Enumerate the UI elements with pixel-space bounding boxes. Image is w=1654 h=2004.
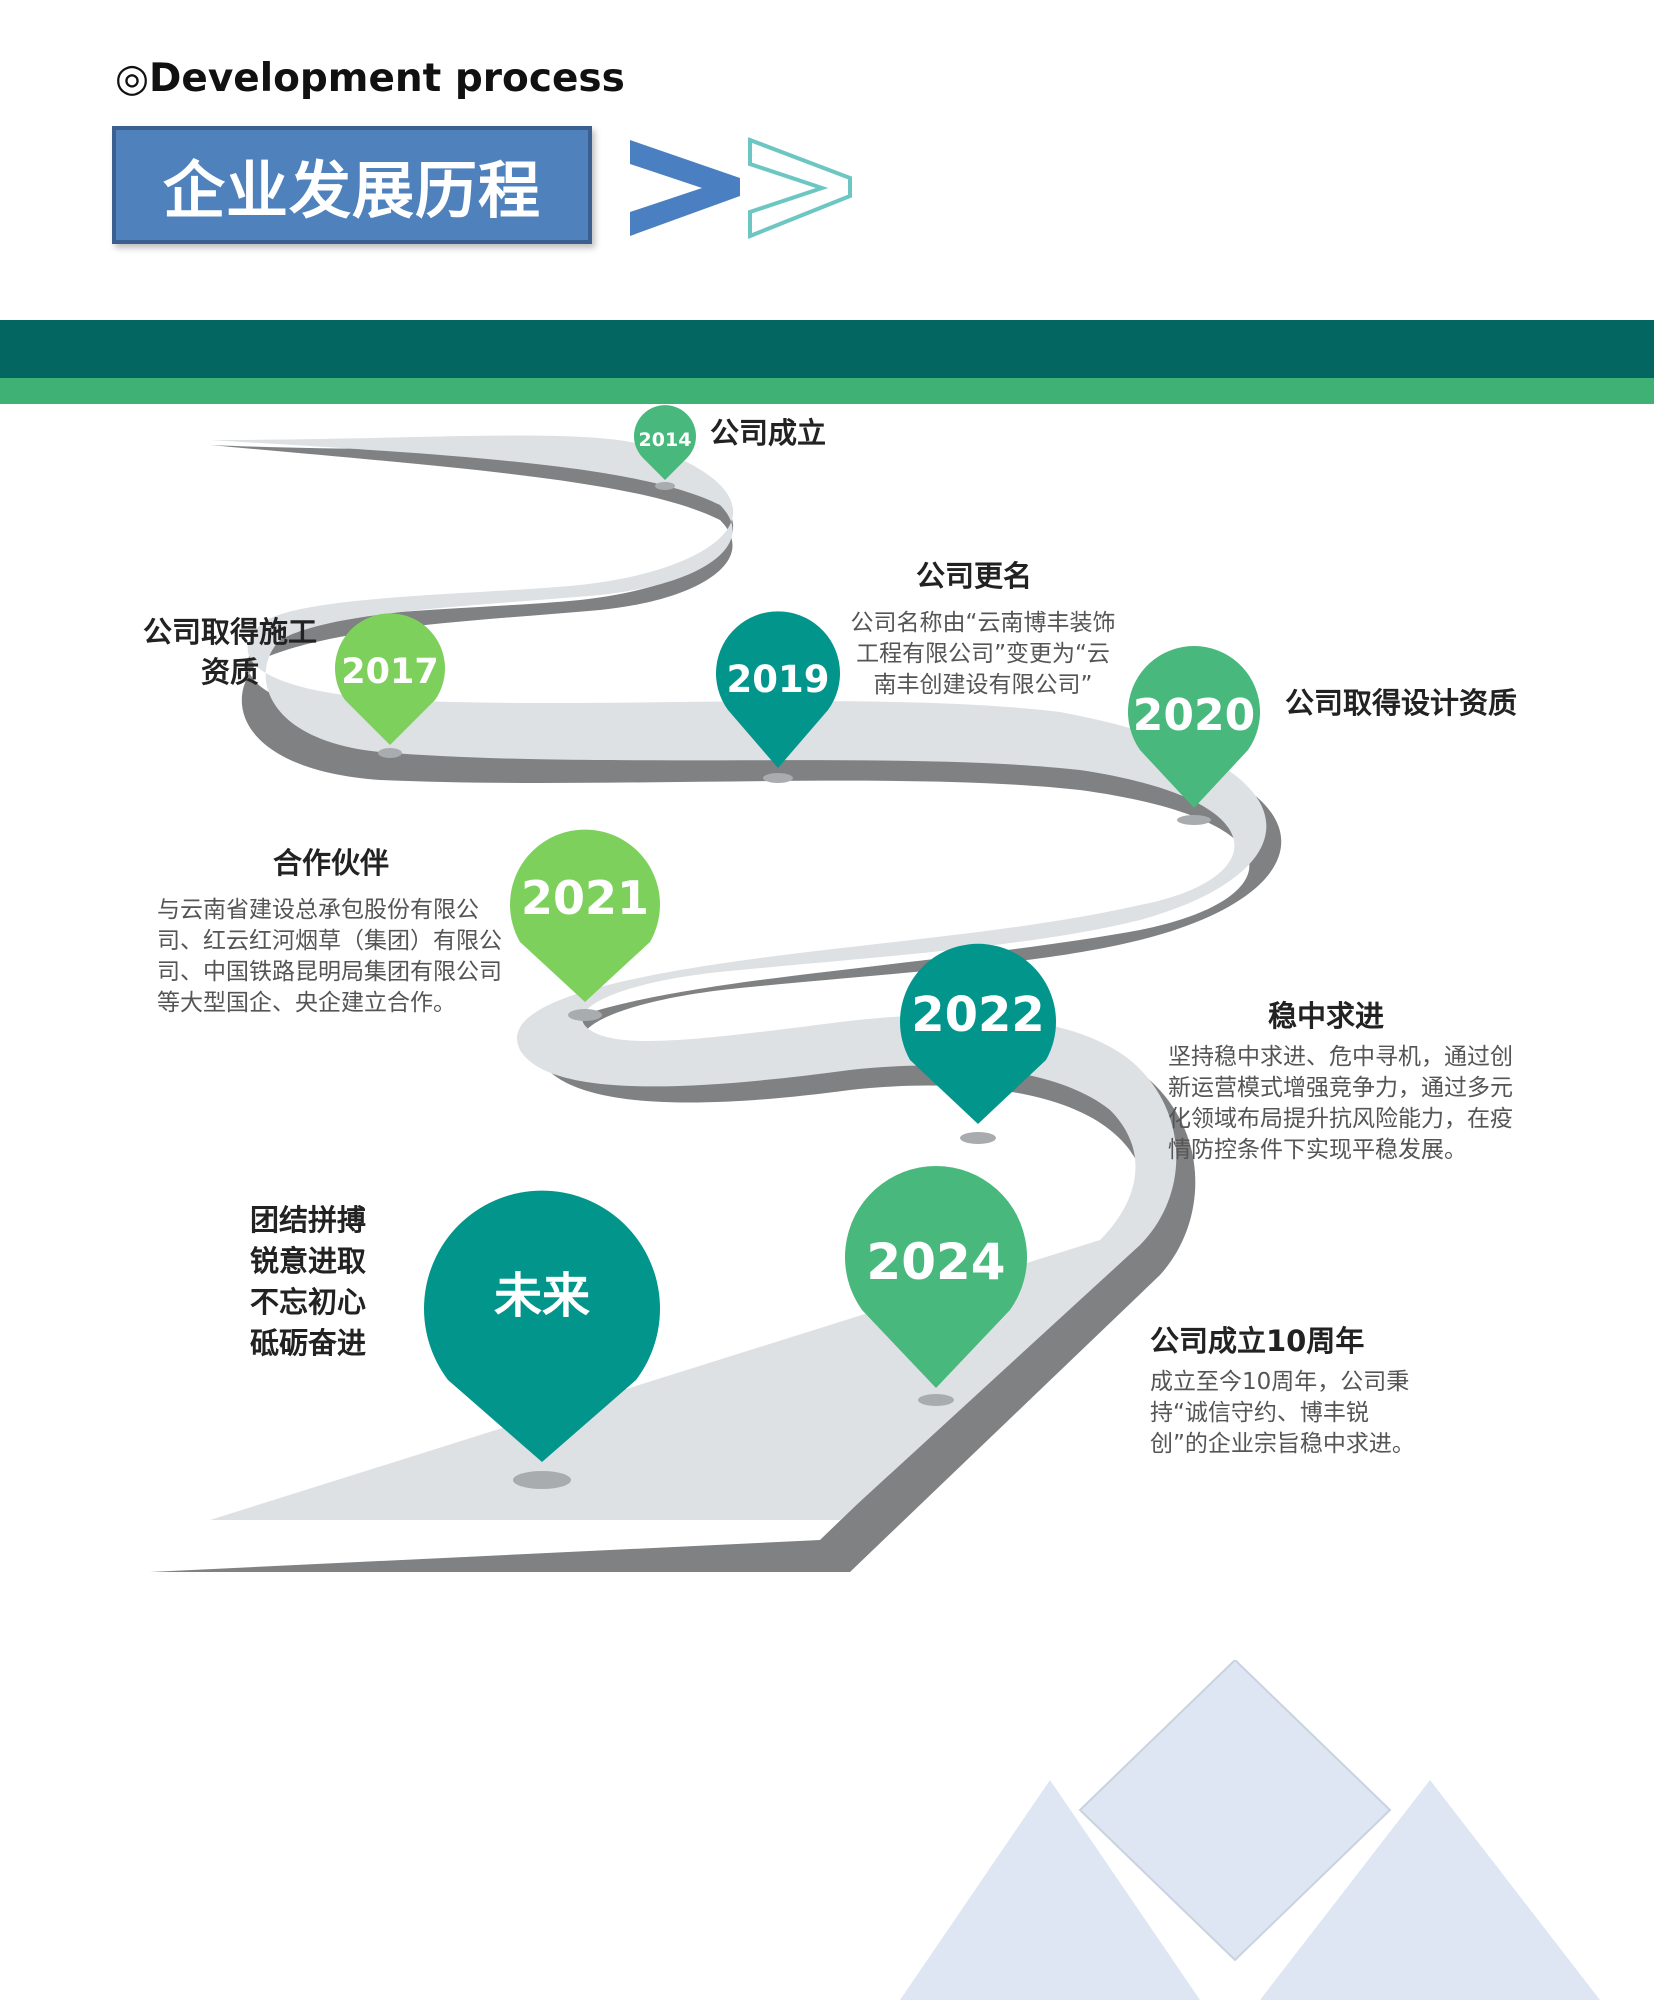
milestone-desc-2022: 坚持稳中求进、危中寻机，通过创 新运营模式增强竞争力，通过多元 化领域布局提升抗… <box>1168 1042 1548 1166</box>
desc-line: 工程有限公司”变更为“云 <box>856 641 1110 667</box>
desc-line: 创”的企业宗旨稳中求进。 <box>1150 1431 1415 1457</box>
milestone-pin-2019: 2019 <box>716 611 840 783</box>
page-title: 企业发展历程 <box>162 154 541 227</box>
milestone-pin-2022: 2022 <box>900 943 1056 1144</box>
milestone-pin-2024: 2024 <box>845 1166 1027 1406</box>
section-subtitle: ◎Development process <box>115 56 625 101</box>
pin-year-2024: 2024 <box>866 1233 1005 1291</box>
future-slogan: 团结拼搏 锐意进取 不忘初心 砥砺奋进 <box>250 1200 366 1364</box>
milestone-pin-2020: 2020 <box>1128 646 1260 825</box>
title-banner: 企业发展历程 <box>112 126 592 244</box>
desc-line: 成立至今10周年，公司秉 <box>1150 1369 1410 1395</box>
slogan-line: 砥砺奋进 <box>250 1326 367 1360</box>
milestone-title-line: 公司取得施工 <box>142 615 317 649</box>
desc-line: 化领域布局提升抗风险能力，在疫 <box>1168 1106 1513 1132</box>
milestone-desc-2024: 成立至今10周年，公司秉 持“诚信守约、博丰锐 创”的企业宗旨稳中求进。 <box>1150 1367 1470 1460</box>
milestone-title-2017: 公司取得施工 资质 <box>140 612 320 692</box>
milestone-pin-2021: 2021 <box>510 829 660 1021</box>
desc-line: 司、中国铁路昆明局集团有限公司 <box>157 959 502 985</box>
milestone-title-2021: 合作伙伴 <box>273 846 390 880</box>
milestone-title-2019: 公司更名 <box>916 559 1033 593</box>
header-band-dark <box>0 320 1654 378</box>
desc-line: 司、红云红河烟草（集团）有限公 <box>157 928 502 954</box>
pin-year-2020: 2020 <box>1133 690 1255 741</box>
slogan-line: 团结拼搏 <box>250 1203 367 1237</box>
desc-line: 新运营模式增强竞争力，通过多元 <box>1168 1075 1513 1101</box>
pin-year-2014: 2014 <box>639 429 692 451</box>
slogan-line: 不忘初心 <box>250 1285 367 1319</box>
desc-line: 持“诚信守约、博丰锐 <box>1150 1400 1369 1426</box>
desc-line: 与云南省建设总承包股份有限公 <box>157 897 479 923</box>
desc-line: 坚持稳中求进、危中寻机，通过创 <box>1168 1044 1513 1070</box>
milestone-desc-2021: 与云南省建设总承包股份有限公 司、红云红河烟草（集团）有限公 司、中国铁路昆明局… <box>157 895 527 1019</box>
double-chevron-icon <box>630 137 852 239</box>
milestone-desc-2019: 公司名称由“云南博丰装饰 工程有限公司”变更为“云 南丰创建设有限公司” <box>838 608 1128 701</box>
milestone-pin-2014: 2014 <box>634 405 697 490</box>
milestone-title-2024: 公司成立10周年 <box>1150 1324 1365 1358</box>
header-band-light <box>0 378 1654 404</box>
pin-year-future: 未来 <box>494 1268 590 1324</box>
desc-line: 等大型国企、央企建立合作。 <box>157 990 456 1016</box>
pin-year-2022: 2022 <box>911 987 1045 1043</box>
decorative-shapes <box>900 1660 1600 2000</box>
pin-year-2017: 2017 <box>341 652 438 692</box>
milestone-pin-future: 未来 <box>424 1190 660 1489</box>
desc-line: 情防控条件下实现平稳发展。 <box>1168 1137 1467 1163</box>
milestone-title-2022: 稳中求进 <box>1268 999 1385 1033</box>
milestone-title-line: 资质 <box>200 655 259 689</box>
slogan-line: 锐意进取 <box>250 1244 367 1278</box>
milestone-pin-2017: 2017 <box>335 613 445 758</box>
desc-line: 公司名称由“云南博丰装饰 <box>850 610 1116 636</box>
milestone-title-2020: 公司取得设计资质 <box>1285 686 1518 720</box>
milestone-title-2014: 公司成立 <box>710 416 827 450</box>
pin-year-2021: 2021 <box>521 871 649 925</box>
pin-year-2019: 2019 <box>727 658 830 701</box>
desc-line: 南丰创建设有限公司” <box>873 672 1093 698</box>
